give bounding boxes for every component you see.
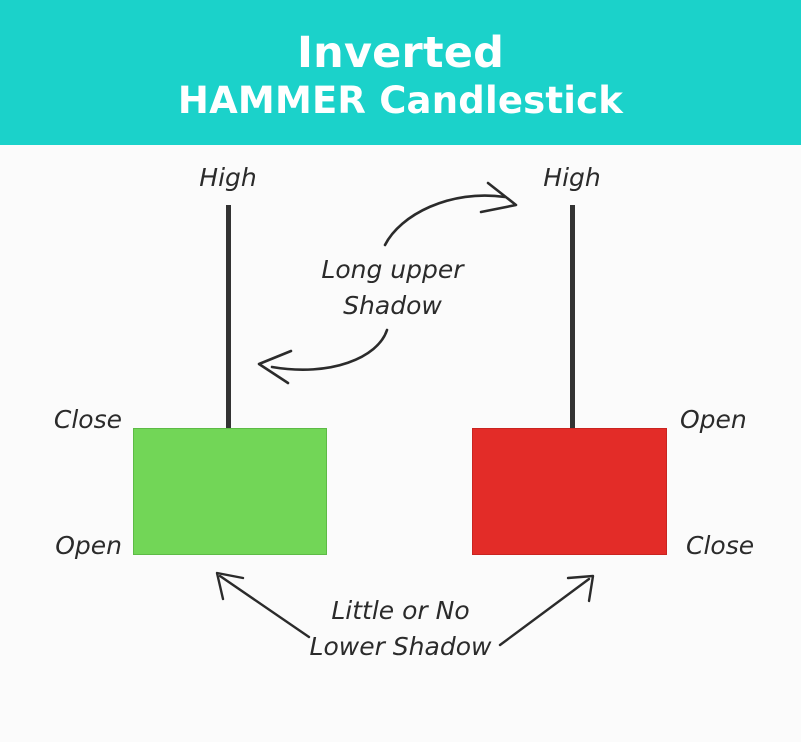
page-title-secondary: HAMMER Candlestick (177, 78, 624, 122)
bullish-high-label: High (199, 163, 257, 192)
straight-arrow-up-right-icon (498, 574, 595, 647)
bearish-close-label: Close (686, 531, 755, 560)
curved-arrow-up-right-icon (383, 181, 518, 247)
bearish-open-label: Open (680, 405, 747, 434)
bearish-high-label: High (543, 163, 601, 192)
header-banner: Inverted HAMMER Candlestick (0, 0, 801, 145)
lower-shadow-annotation-line1: Little or No (331, 596, 470, 625)
bullish-candle-body (133, 428, 327, 555)
bullish-upper-wick (226, 205, 231, 428)
upper-shadow-annotation-line2: Shadow (343, 291, 442, 320)
page-title-primary: Inverted (296, 27, 505, 78)
bearish-candle-body (472, 428, 667, 555)
bearish-upper-wick (570, 205, 575, 428)
bullish-close-label: Close (53, 405, 122, 434)
curved-arrow-down-left-icon (257, 328, 389, 385)
upper-shadow-annotation-line1: Long upper (321, 255, 464, 284)
lower-shadow-annotation-line2: Lower Shadow (309, 632, 492, 661)
bullish-open-label: Open (55, 531, 122, 560)
candlestick-diagram: High Close Open High Open Close Long upp… (0, 145, 801, 742)
